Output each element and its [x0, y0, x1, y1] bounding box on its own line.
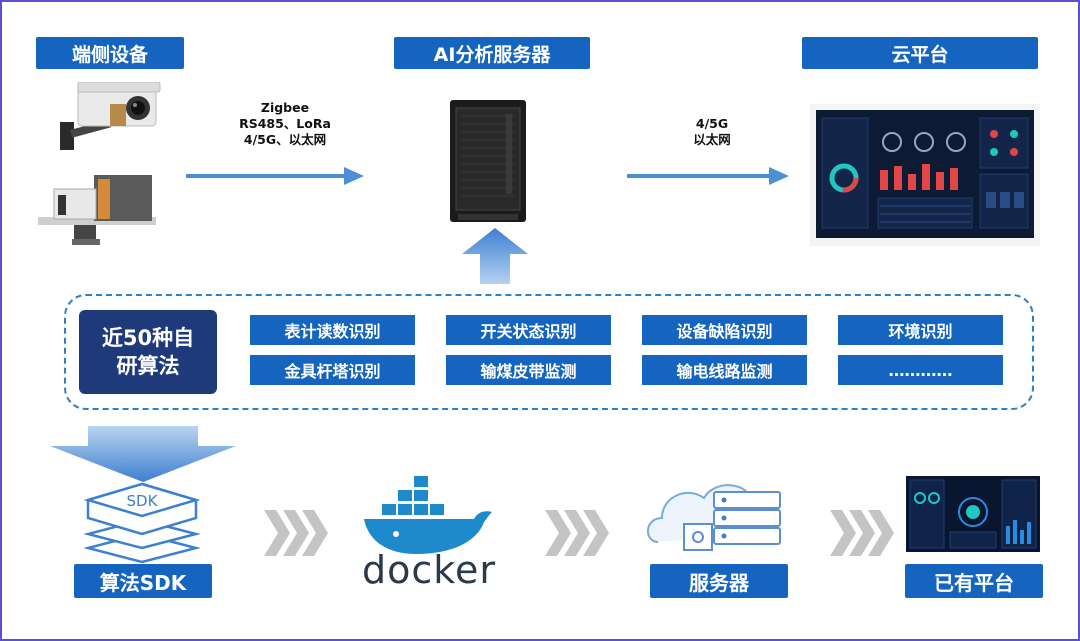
up-arrow-icon [462, 228, 528, 284]
algorithm-item: 表计读数识别 [250, 315, 415, 345]
sdk-stack-icon: SDK [84, 482, 200, 564]
camera-icon [60, 82, 161, 150]
algorithm-item: 金具杆塔识别 [250, 355, 415, 385]
existing-platform-label: 已有平台 [905, 564, 1043, 598]
right-arrow-icon [627, 167, 789, 185]
right-arrow-icon [186, 167, 364, 185]
existing-platform-screen-icon [906, 476, 1040, 552]
algorithm-item: 环境识别 [838, 315, 1003, 345]
algorithm-item: 开关状态识别 [446, 315, 611, 345]
protocol-line: 4/5G、以太网 [243, 132, 327, 147]
cloud-server-icon [647, 484, 781, 551]
down-arrow-icon [50, 426, 236, 482]
right-protocols: 4/5G 以太网 [662, 116, 762, 148]
algorithm-count-box: 近50种自 研算法 [79, 310, 217, 394]
algorithm-container [64, 294, 1034, 410]
algorithm-count-line2: 研算法 [116, 354, 180, 378]
ai-server-label: AI分析服务器 [394, 37, 590, 69]
algorithm-sdk-label: 算法SDK [74, 564, 212, 598]
chevron-right-icon [545, 510, 609, 556]
protocol-line: Zigbee [260, 100, 310, 115]
cloud-dashboard-icon [810, 104, 1040, 246]
chevron-right-icon [264, 510, 328, 556]
algorithm-item: 设备缺陷识别 [642, 315, 807, 345]
left-protocols: Zigbee RS485、LoRa 4/5G、以太网 [220, 100, 350, 148]
protocol-line: 4/5G [695, 116, 729, 131]
sdk-icon-text: SDK [127, 492, 159, 510]
protocol-line: RS485、LoRa [239, 116, 331, 131]
algorithm-item: 输电线路监测 [642, 355, 807, 385]
docker-whale-icon [364, 476, 492, 554]
protocol-line: 以太网 [693, 132, 731, 147]
chevron-right-icon [830, 510, 894, 556]
cloud-platform-label: 云平台 [802, 37, 1038, 69]
algorithm-item: 输煤皮带监测 [446, 355, 611, 385]
edge-devices-label: 端侧设备 [36, 37, 184, 69]
docker-wordmark: docker [362, 548, 496, 592]
algorithm-item: ………… [838, 355, 1003, 385]
algorithm-count-line1: 近50种自 [101, 326, 195, 350]
rail-robot-icon [38, 175, 156, 245]
server-tower-icon [450, 100, 526, 222]
server-label: 服务器 [650, 564, 788, 598]
